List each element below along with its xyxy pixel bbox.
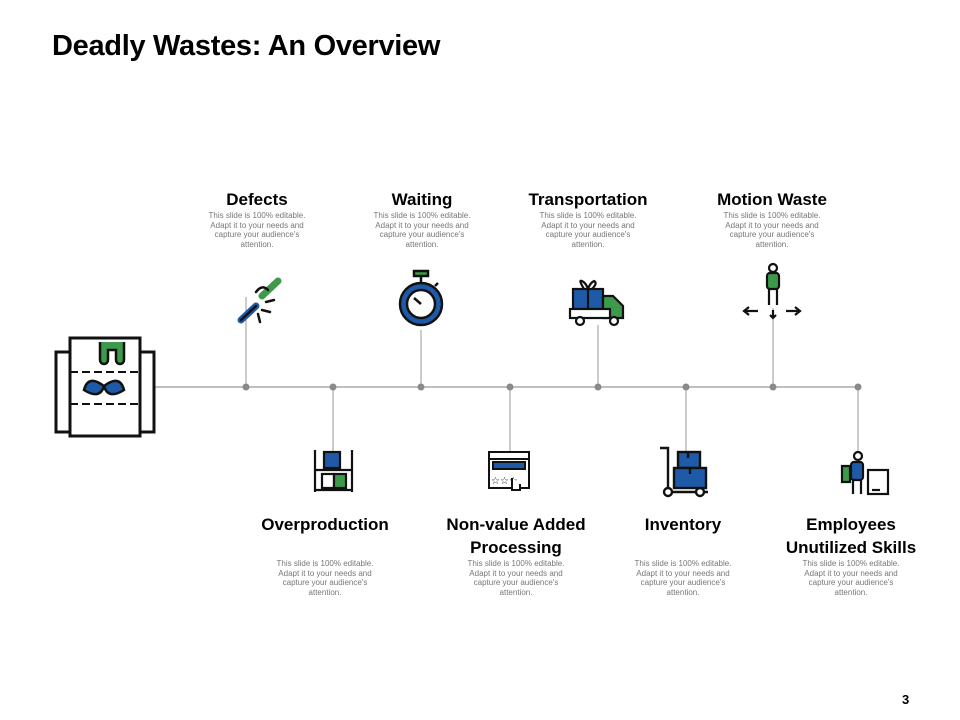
item-description: This slide is 100% editable. Adapt it to… [634, 559, 732, 597]
item-label: Defects [226, 190, 288, 209]
dot [594, 383, 602, 391]
hand-truck-icon [660, 446, 708, 498]
item-label: Transportation [528, 190, 648, 209]
broken-link-icon [237, 277, 282, 324]
item-description: This slide is 100% editable. Adapt it to… [723, 211, 821, 249]
page-title: Deadly Wastes: An Overview [52, 30, 441, 62]
item-description: This slide is 100% editable. Adapt it to… [208, 211, 306, 249]
item-description: This slide is 100% editable. Adapt it to… [539, 211, 637, 249]
timeline-dots [242, 383, 862, 391]
item-overproduction: Overproduction This slide is 100% editab… [245, 513, 405, 597]
item-label-line2: Processing [470, 538, 562, 557]
item-label-line2: Unutilized Skills [785, 538, 917, 557]
item-label: Motion Waste [717, 190, 827, 209]
dot [417, 383, 425, 391]
person-arrows-icon [742, 262, 802, 320]
item-transportation: Transportation This slide is 100% editab… [508, 188, 668, 249]
dot [506, 383, 514, 391]
web-rating-icon: ☆☆☆ [488, 451, 530, 491]
dot [242, 383, 250, 391]
waste-barrel-icon [54, 336, 156, 438]
shelf-boxes-icon [313, 450, 354, 492]
item-label: Waiting [391, 190, 453, 209]
item-description: This slide is 100% editable. Adapt it to… [467, 559, 565, 597]
employee-board-icon [840, 450, 890, 496]
item-defects: Defects This slide is 100% editable. Ada… [177, 188, 337, 249]
item-description: This slide is 100% editable. Adapt it to… [373, 211, 471, 249]
item-motion-waste: Motion Waste This slide is 100% editable… [692, 188, 852, 249]
item-waiting: Waiting This slide is 100% editable. Ada… [342, 188, 502, 249]
page-number: 3 [902, 692, 910, 707]
dot [329, 383, 337, 391]
stopwatch-icon [398, 269, 444, 327]
item-label: Inventory [644, 515, 722, 534]
svg-text:☆☆☆: ☆☆☆ [491, 476, 518, 487]
dot [769, 383, 777, 391]
item-non-value-added-processing: Non-value Added Processing This slide is… [436, 513, 596, 597]
item-label-line1: Employees [806, 515, 896, 534]
item-description: This slide is 100% editable. Adapt it to… [276, 559, 374, 597]
item-label: Overproduction [261, 515, 389, 534]
item-label-line1: Non-value Added [446, 515, 586, 534]
delivery-truck-icon [568, 279, 625, 327]
dot [854, 383, 862, 391]
item-employees-unutilized-skills: Employees Unutilized Skills This slide i… [771, 513, 931, 597]
item-inventory: Inventory This slide is 100% editable. A… [603, 513, 763, 597]
item-description: This slide is 100% editable. Adapt it to… [802, 559, 900, 597]
dot [682, 383, 690, 391]
